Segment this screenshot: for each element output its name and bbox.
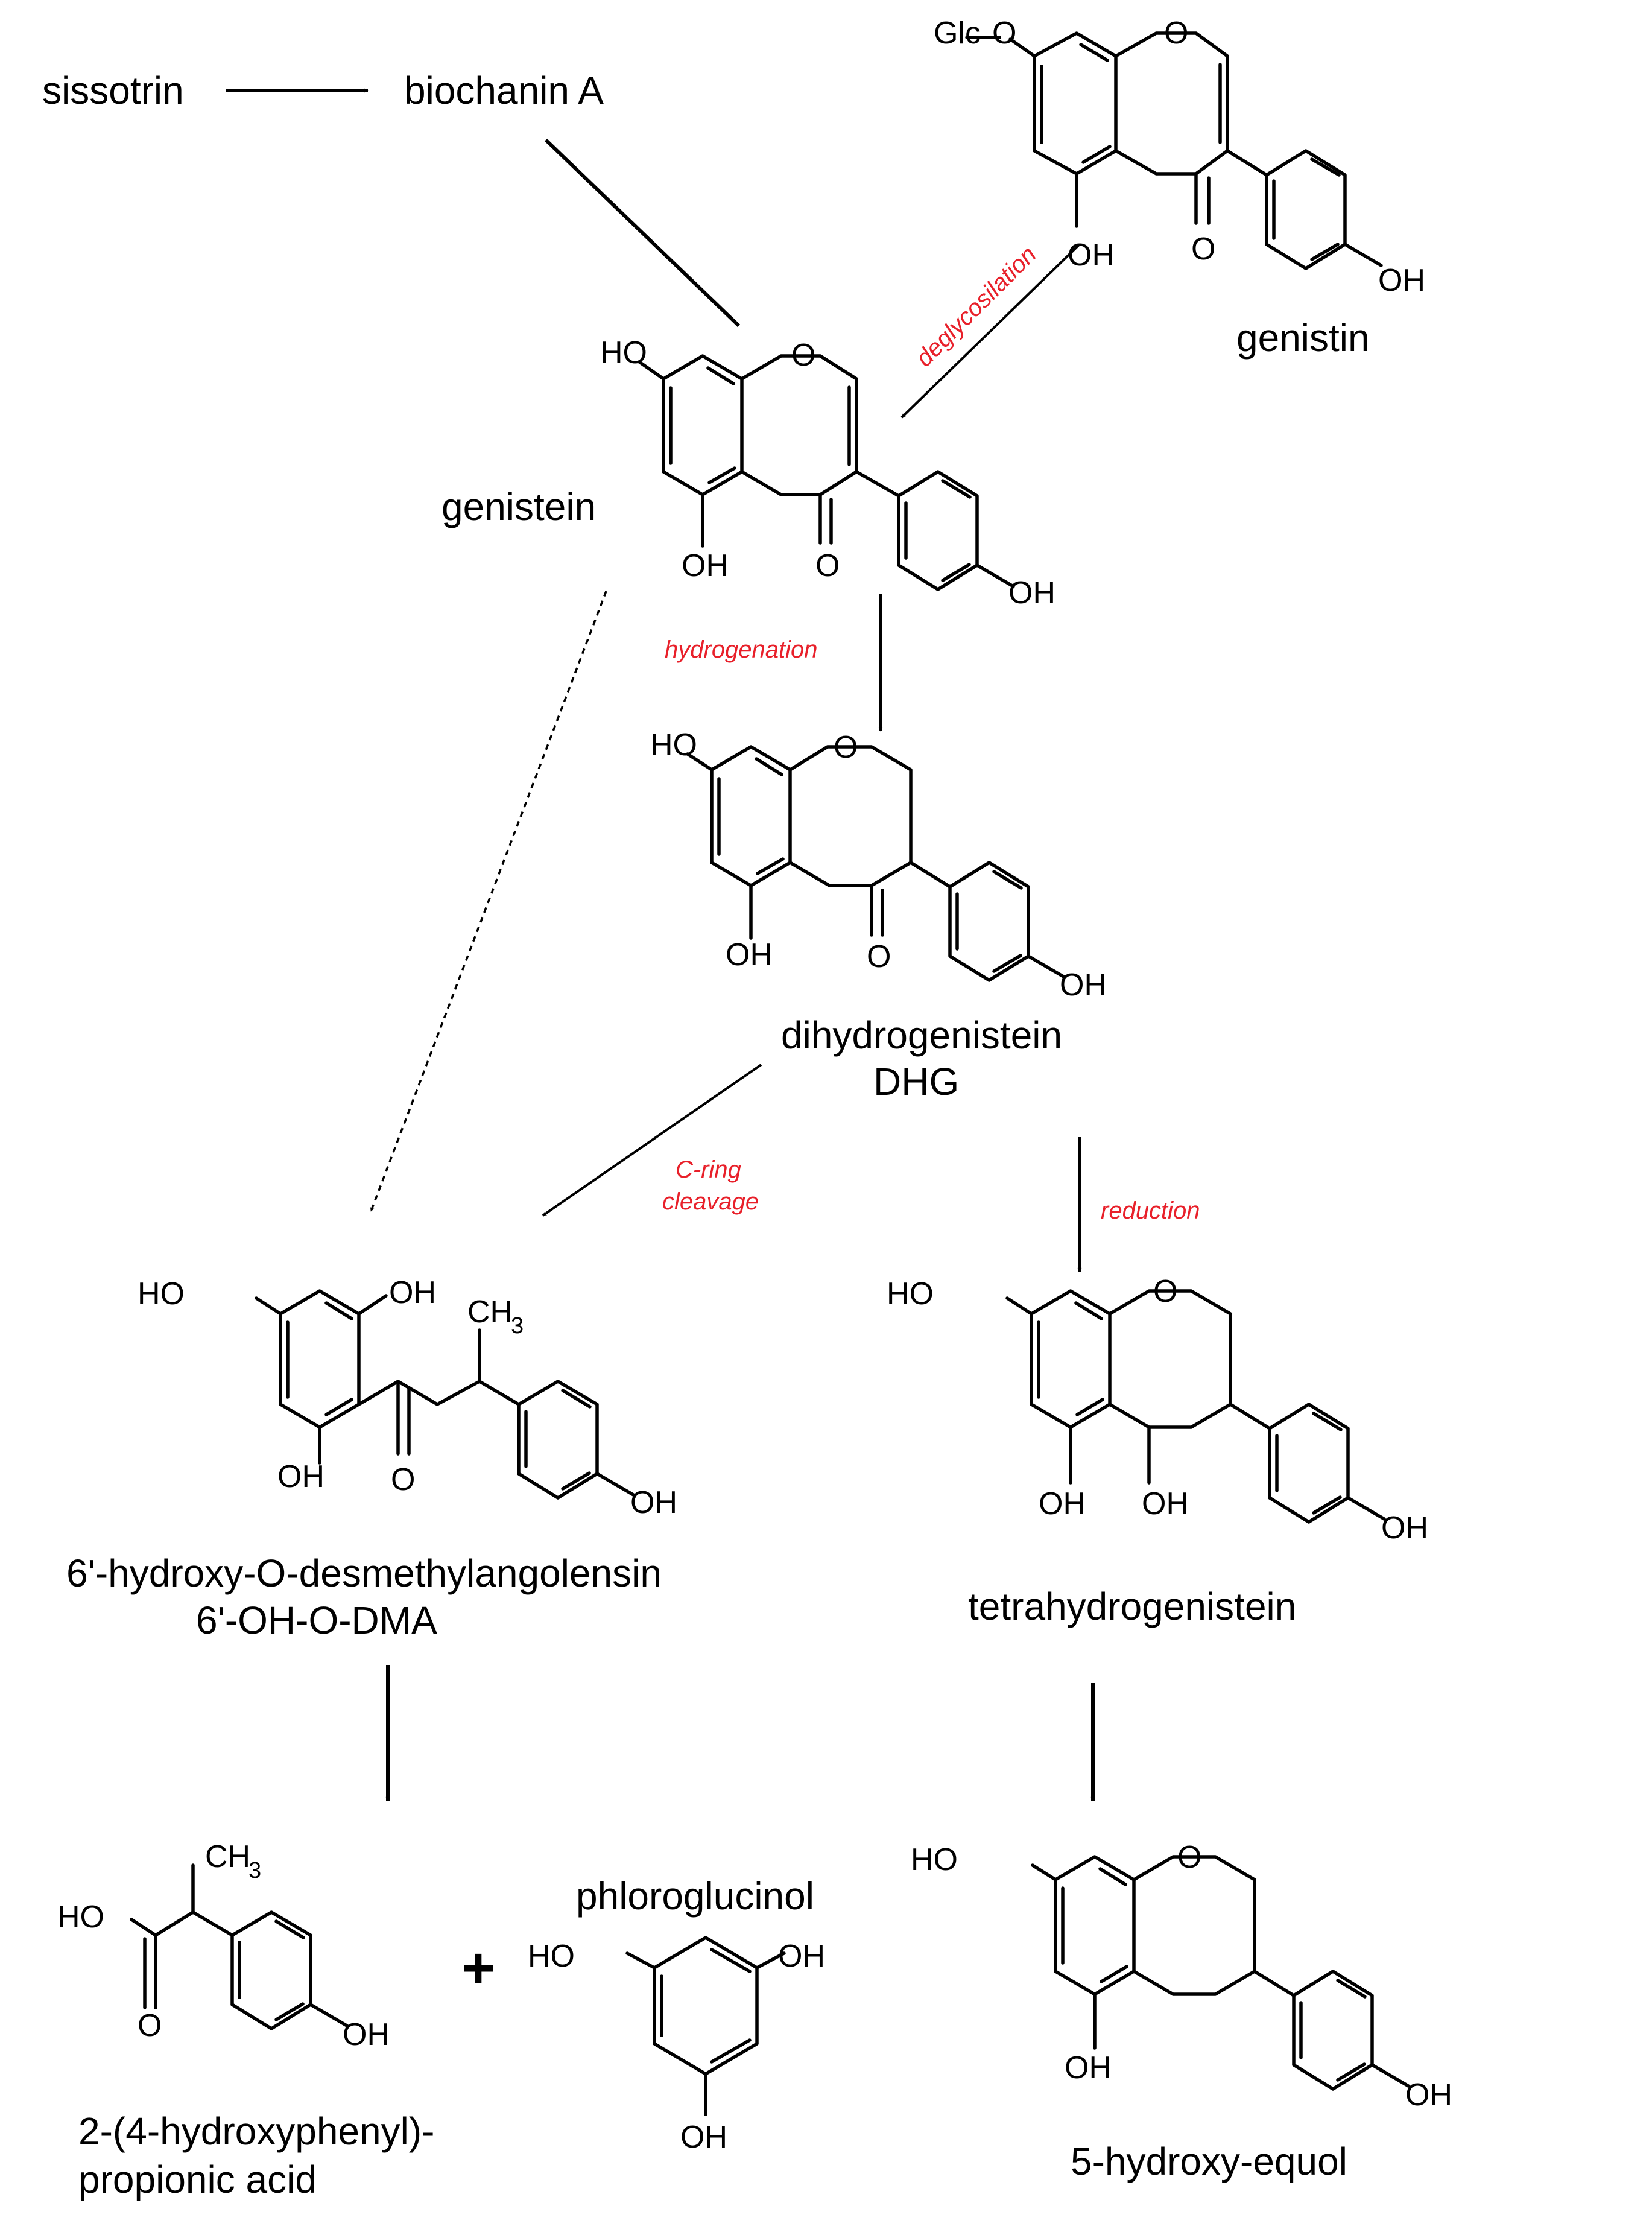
genistein-structure: [638, 354, 1015, 591]
equol-oh-4p: OH: [1405, 2078, 1452, 2113]
genistein-ho-7: HO: [600, 335, 647, 370]
phloroglucinol-structure: [625, 1936, 786, 2116]
dihydrogenistein-structure: [686, 745, 1066, 982]
ppa-ch3-subscript: 3: [248, 1858, 261, 1883]
odma-oh-4p: OH: [630, 1485, 677, 1520]
odma-full-name: 6'-hydroxy-O-desmethylangolensin: [66, 1552, 662, 1595]
genistin-o-4: O: [1191, 232, 1215, 267]
arrow-dhg-to-odma: [542, 1064, 762, 1217]
thg-oh-5: OH: [1039, 1486, 1086, 1521]
genistin-oh-4p: OH: [1378, 263, 1425, 298]
hydroxy-equol-structure: [1031, 1855, 1410, 2091]
genistein-oh-4p: OH: [1008, 575, 1055, 610]
equol-ho-7: HO: [911, 1842, 958, 1877]
genistein-oh-5: OH: [682, 548, 729, 583]
genistin-label: genistin: [1236, 316, 1370, 360]
dashed-arrow-genistein-to-odma: [370, 591, 607, 1212]
odma-abbreviation: 6'-OH-O-DMA: [196, 1599, 437, 1642]
arrow-genistin-to-genistein: [900, 243, 1081, 419]
deglycosilation-label: deglycosilation: [911, 241, 1042, 372]
glc-label: Glc: [934, 16, 981, 51]
thg-ho-7: HO: [887, 1276, 934, 1311]
ppa-ho: HO: [57, 1900, 104, 1935]
phloroglucinol-oh-5: OH: [680, 2120, 727, 2155]
ppa-label-line1: 2-(4-hydroxyphenyl)-: [78, 2110, 434, 2153]
phloroglucinol-ho-1: HO: [528, 1939, 575, 1974]
tetrahydrogenistein-label: tetrahydrogenistein: [968, 1585, 1296, 1628]
dhg-oh-4p: OH: [1060, 968, 1107, 1003]
phloroglucinol-oh-3: OH: [778, 1939, 825, 1974]
thg-o-ring: O: [1153, 1274, 1177, 1309]
arrow-biochanin-to-genistein: [544, 138, 741, 328]
c-ring-label-1: C-ring: [676, 1156, 741, 1183]
equol-oh-5: OH: [1065, 2050, 1112, 2085]
dhg-o-4: O: [867, 939, 891, 974]
phenylpropionic-acid-structure: [130, 1863, 349, 2030]
dhg-o-ring: O: [834, 730, 858, 765]
thg-oh-4p: OH: [1381, 1510, 1428, 1545]
plus-sign: +: [461, 1936, 495, 2000]
genistin-structure: [965, 31, 1383, 270]
genistin-o-ring: O: [1164, 16, 1188, 51]
tetrahydrogenistein-structure: [1005, 1289, 1386, 1524]
biochanin-a-label: biochanin A: [404, 69, 604, 112]
odma-o-ketone: O: [391, 1462, 415, 1497]
thg-oh-4: OH: [1142, 1486, 1189, 1521]
ppa-oh-4p: OH: [343, 2017, 390, 2052]
dihydrogenistein-label: dihydrogenistein: [781, 1013, 1062, 1057]
odma-ho-4: HO: [138, 1276, 185, 1311]
dhg-ho-7: HO: [650, 728, 697, 762]
reduction-label: reduction: [1101, 1197, 1200, 1224]
odma-oh-2: OH: [389, 1275, 436, 1310]
hydrogenation-label: hydrogenation: [665, 636, 818, 663]
ppa-label-line2: propionic acid: [78, 2158, 317, 2201]
dhg-label: DHG: [873, 1060, 959, 1103]
dhg-oh-5: OH: [726, 937, 773, 972]
odma-oh-6: OH: [277, 1459, 324, 1494]
genistin-o-7: O: [992, 16, 1016, 51]
ppa-o: O: [138, 2008, 162, 2043]
genistein-o-4: O: [815, 548, 840, 583]
odma-structure: [255, 1289, 635, 1500]
odma-ch3-subscript: 3: [511, 1313, 524, 1339]
odma-ch3: CH: [467, 1295, 513, 1330]
genistein-o-ring: O: [791, 338, 815, 373]
genistin-oh-5: OH: [1068, 238, 1115, 273]
equol-o-ring: O: [1177, 1840, 1201, 1875]
genistein-label: genistein: [441, 485, 596, 528]
phloroglucinol-label: phloroglucinol: [576, 1874, 814, 1918]
sissotrin-label: sissotrin: [42, 69, 184, 112]
c-ring-label-2: cleavage: [662, 1188, 759, 1215]
ppa-ch3: CH: [205, 1839, 250, 1874]
hydroxy-equol-label: 5-hydroxy-equol: [1071, 2140, 1347, 2183]
